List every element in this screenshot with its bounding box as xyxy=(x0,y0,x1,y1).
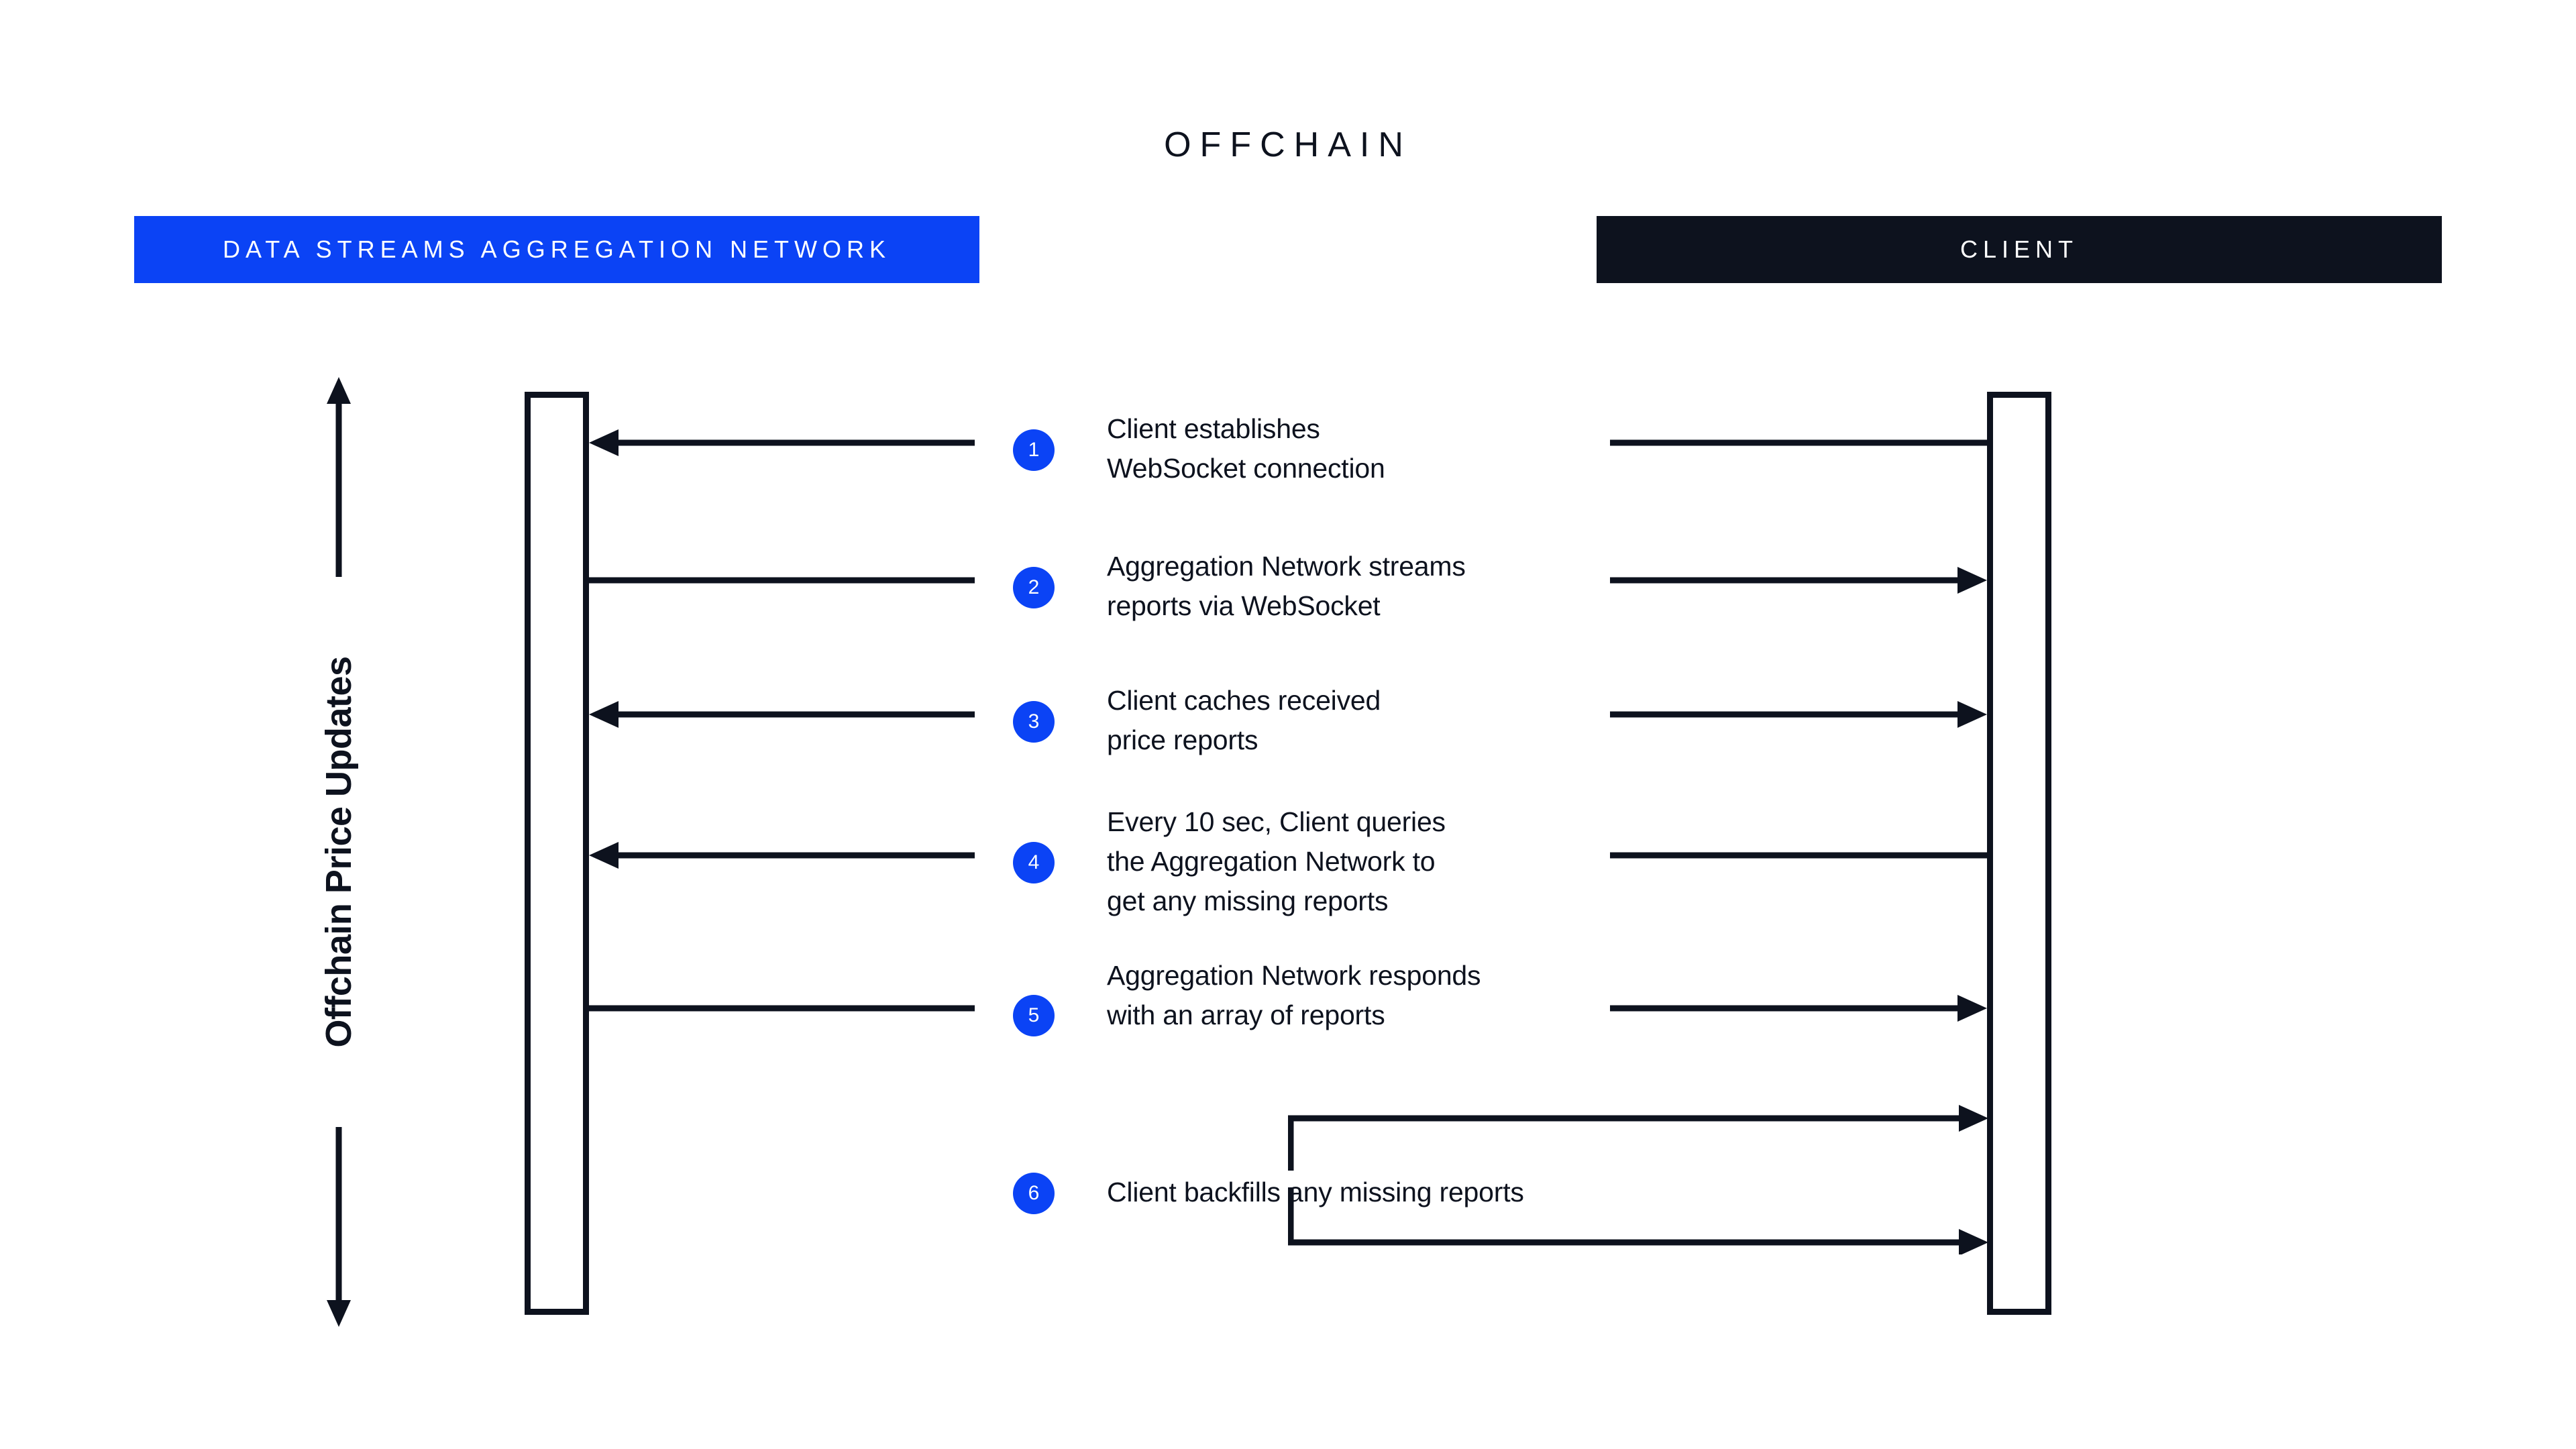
offchain-price-updates-axis: Offchain Price Updates xyxy=(295,376,382,1328)
step-badge-3: 3 xyxy=(1013,701,1055,743)
axis-double-arrow-icon xyxy=(327,377,351,1327)
step-text-2: Aggregation Network streams reports via … xyxy=(1107,551,1466,621)
lane-header-client: CLIENT xyxy=(1597,216,2442,283)
step-text-6: Client backfills any missing reports xyxy=(1107,1177,1524,1208)
step-badge-5: 5 xyxy=(1013,995,1055,1036)
lifeline-aggregation-network xyxy=(525,392,589,1315)
axis-label-text: Offchain Price Updates xyxy=(319,656,359,1048)
lane-header-aggregation-network-label: DATA STREAMS AGGREGATION NETWORK xyxy=(222,235,892,263)
step-badge-1: 1 xyxy=(1013,429,1055,471)
step-text-4: Every 10 sec, Client queries the Aggrega… xyxy=(1107,806,1446,916)
step-badge-6: 6 xyxy=(1013,1173,1055,1214)
step-badge-2: 2 xyxy=(1013,567,1055,608)
step-text-5: Aggregation Network responds with an arr… xyxy=(1107,960,1481,1030)
lane-header-client-label: CLIENT xyxy=(1960,235,2079,263)
step-badge-4: 4 xyxy=(1013,842,1055,883)
step-text-3: Client caches received price reports xyxy=(1107,685,1381,755)
step-text-1: Client establishes WebSocket connection xyxy=(1107,413,1385,484)
lane-header-aggregation-network: DATA STREAMS AGGREGATION NETWORK xyxy=(134,216,979,283)
lifeline-client xyxy=(1987,392,2051,1315)
page-title: OFFCHAIN xyxy=(1164,125,1412,164)
